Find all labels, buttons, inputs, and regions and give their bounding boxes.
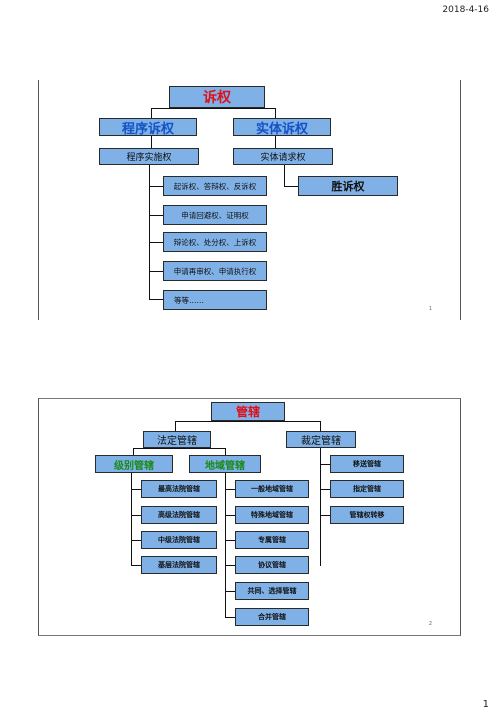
print-date: 2018-4-16 — [442, 5, 489, 15]
connector — [133, 448, 134, 455]
connector — [225, 515, 235, 516]
page-number: 1 — [482, 699, 489, 710]
branch-statutory-jurisdiction: 法定管辖 — [143, 431, 211, 448]
item-3: 辩论权、处分权、上诉权 — [163, 232, 267, 252]
slide-number: 1 — [428, 306, 432, 312]
connector — [131, 540, 141, 541]
connector — [284, 186, 298, 187]
branch-procedural-rights: 程序诉权 — [99, 118, 197, 137]
sub-territorial-jurisdiction: 地域管辖 — [189, 455, 261, 473]
item-5: 等等…… — [163, 290, 267, 310]
connector — [225, 565, 235, 566]
connector — [225, 617, 235, 618]
connector — [149, 186, 163, 187]
item-4: 申请再审权、申请执行权 — [163, 261, 267, 281]
connector — [320, 464, 330, 465]
connector — [320, 515, 330, 516]
region-item-5: 共同、选择管辖 — [235, 582, 309, 600]
connector — [149, 271, 163, 272]
region-item-3: 专属管辖 — [235, 531, 309, 549]
ruling-item-1: 移送管辖 — [330, 455, 404, 473]
connector — [175, 421, 176, 431]
item-1: 起诉权、答辩权、反诉权 — [163, 176, 267, 196]
leaf-winning-right: 胜诉权 — [298, 176, 398, 196]
sub-level-jurisdiction: 级别管辖 — [95, 455, 173, 473]
connector — [131, 565, 141, 566]
slide-number: 2 — [428, 621, 432, 627]
connector — [131, 515, 141, 516]
connector — [275, 108, 276, 118]
slide-litigation-rights: 诉权 程序诉权 实体诉权 程序实施权 实体请求权 胜诉权 起诉权、答辩权、反诉权… — [38, 80, 461, 320]
ruling-item-2: 指定管辖 — [330, 480, 404, 498]
connector — [151, 108, 152, 118]
level-item-2: 高级法院管辖 — [141, 506, 217, 524]
region-item-4: 协议管辖 — [235, 556, 309, 574]
connector — [284, 165, 285, 187]
level-item-3: 中级法院管辖 — [141, 531, 217, 549]
connector — [275, 136, 276, 148]
region-item-1: 一般地域管辖 — [235, 480, 309, 498]
level-item-4: 基层法院管辖 — [141, 556, 217, 574]
connector — [225, 591, 235, 592]
connector — [149, 215, 163, 216]
connector — [149, 165, 150, 299]
branch-ruling-jurisdiction: 裁定管辖 — [286, 431, 356, 448]
connector — [149, 242, 163, 243]
connector — [320, 489, 330, 490]
title-box: 管辖 — [211, 402, 285, 421]
connector — [175, 421, 321, 422]
connector — [320, 421, 321, 431]
sub-procedural-implementation: 程序实施权 — [99, 148, 199, 165]
item-2: 申请回避权、证明权 — [163, 205, 267, 225]
ruling-item-3: 管辖权转移 — [330, 506, 404, 524]
level-item-1: 最高法院管辖 — [141, 480, 217, 498]
connector — [133, 448, 225, 449]
connector — [131, 473, 132, 566]
connector — [320, 448, 321, 566]
sub-substantive-claim: 实体请求权 — [233, 148, 333, 165]
title-box: 诉权 — [169, 86, 265, 108]
connector — [151, 108, 276, 109]
connector — [151, 136, 152, 148]
region-item-2: 特殊地域管辖 — [235, 506, 309, 524]
connector — [225, 489, 235, 490]
connector — [131, 489, 141, 490]
region-item-6: 合并管辖 — [235, 608, 309, 626]
connector — [225, 540, 235, 541]
connector — [225, 473, 226, 617]
slide-jurisdiction: 管辖 法定管辖 裁定管辖 级别管辖 地域管辖 最高法院管辖 高级法院管辖 中级法… — [38, 398, 461, 636]
connector — [225, 448, 226, 455]
connector — [149, 299, 163, 300]
branch-substantive-rights: 实体诉权 — [233, 118, 331, 137]
